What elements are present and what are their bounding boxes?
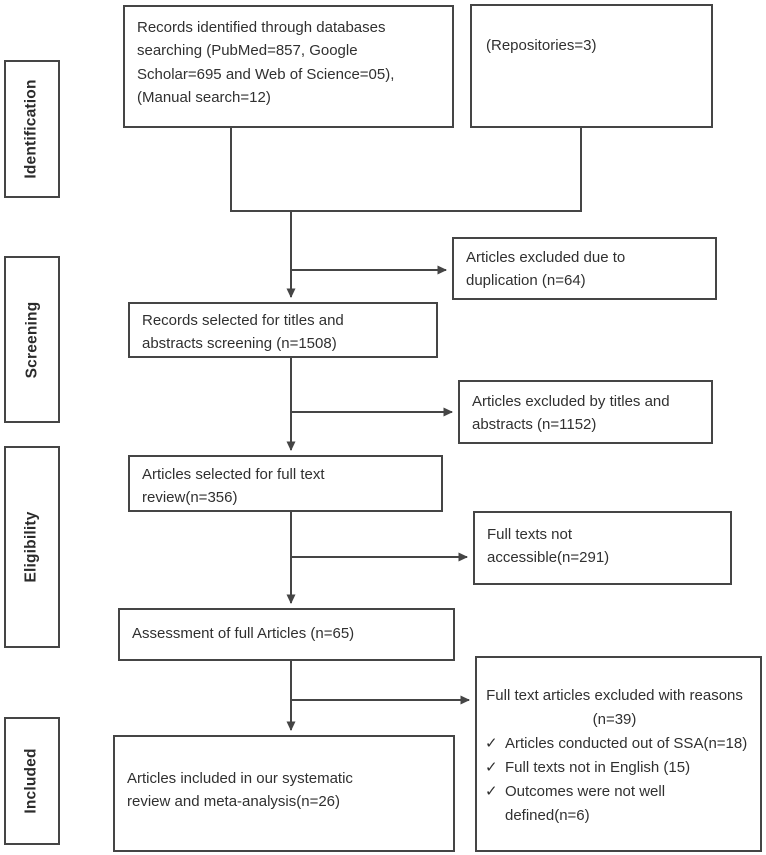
- box-fulltext-selected-text: Articles selected for full text review(n…: [142, 466, 325, 507]
- box-repositories: (Repositories=3): [470, 4, 713, 128]
- excluded-reason-text: Articles conducted out of SSA(n=18): [505, 735, 748, 752]
- box-assessment: Assessment of full Articles (n=65): [118, 608, 455, 661]
- box-assessment-text: Assessment of full Articles (n=65): [132, 625, 355, 642]
- box-duplication-excluded: Articles excluded due to duplication (n=…: [452, 237, 717, 300]
- box-records-selected: Records selected for titles and abstract…: [128, 302, 438, 358]
- box-fulltext-not-accessible: Full texts not accessible(n=291): [473, 511, 732, 585]
- excluded-reason-text: Full texts not in English (15): [505, 759, 691, 776]
- box-records-selected-text: Records selected for titles and abstract…: [142, 312, 344, 353]
- box-included: Articles included in our systematic revi…: [113, 735, 455, 852]
- box-records-identified-text: Records identified through databases sea…: [137, 19, 395, 106]
- box-repositories-text: (Repositories=3): [486, 37, 597, 54]
- box-titles-excluded: Articles excluded by titles and abstract…: [458, 380, 713, 444]
- box-titles-excluded-text: Articles excluded by titles and abstract…: [472, 393, 670, 434]
- stage-included: Included: [4, 717, 60, 845]
- stage-eligibility: Eligibility: [4, 446, 60, 648]
- excluded-reason-text: Outcomes were not well defined(n=6): [505, 783, 666, 824]
- box-excluded-with-reasons: Full text articles excluded with reasons…: [475, 656, 762, 852]
- box-duplication-excluded-text: Articles excluded due to duplication (n=…: [466, 249, 626, 290]
- stage-included-label: Included: [23, 748, 41, 814]
- box-fulltext-not-accessible-text: Full texts not accessible(n=291): [487, 526, 610, 567]
- excluded-reason-item: ✓ Full texts not in English (15): [483, 756, 752, 780]
- box-fulltext-selected: Articles selected for full text review(n…: [128, 455, 443, 512]
- excluded-reason-item: ✓ Articles conducted out of SSA(n=18): [483, 732, 752, 756]
- stage-screening-label: Screening: [23, 301, 40, 378]
- stage-eligibility-label: Eligibility: [23, 511, 41, 583]
- stage-identification: Identification: [4, 60, 60, 198]
- box-records-identified: Records identified through databases sea…: [123, 5, 454, 128]
- excluded-reasons-title: Full text articles excluded with reasons…: [486, 687, 743, 728]
- stage-screening: Screening: [4, 256, 60, 423]
- excluded-reason-item: ✓ Outcomes were not well defined(n=6): [483, 780, 752, 828]
- stage-identification-label: Identification: [23, 79, 40, 179]
- check-icon: ✓: [485, 735, 498, 752]
- check-icon: ✓: [485, 759, 498, 776]
- check-icon: ✓: [485, 783, 498, 800]
- box-included-text: Articles included in our systematic revi…: [127, 770, 353, 811]
